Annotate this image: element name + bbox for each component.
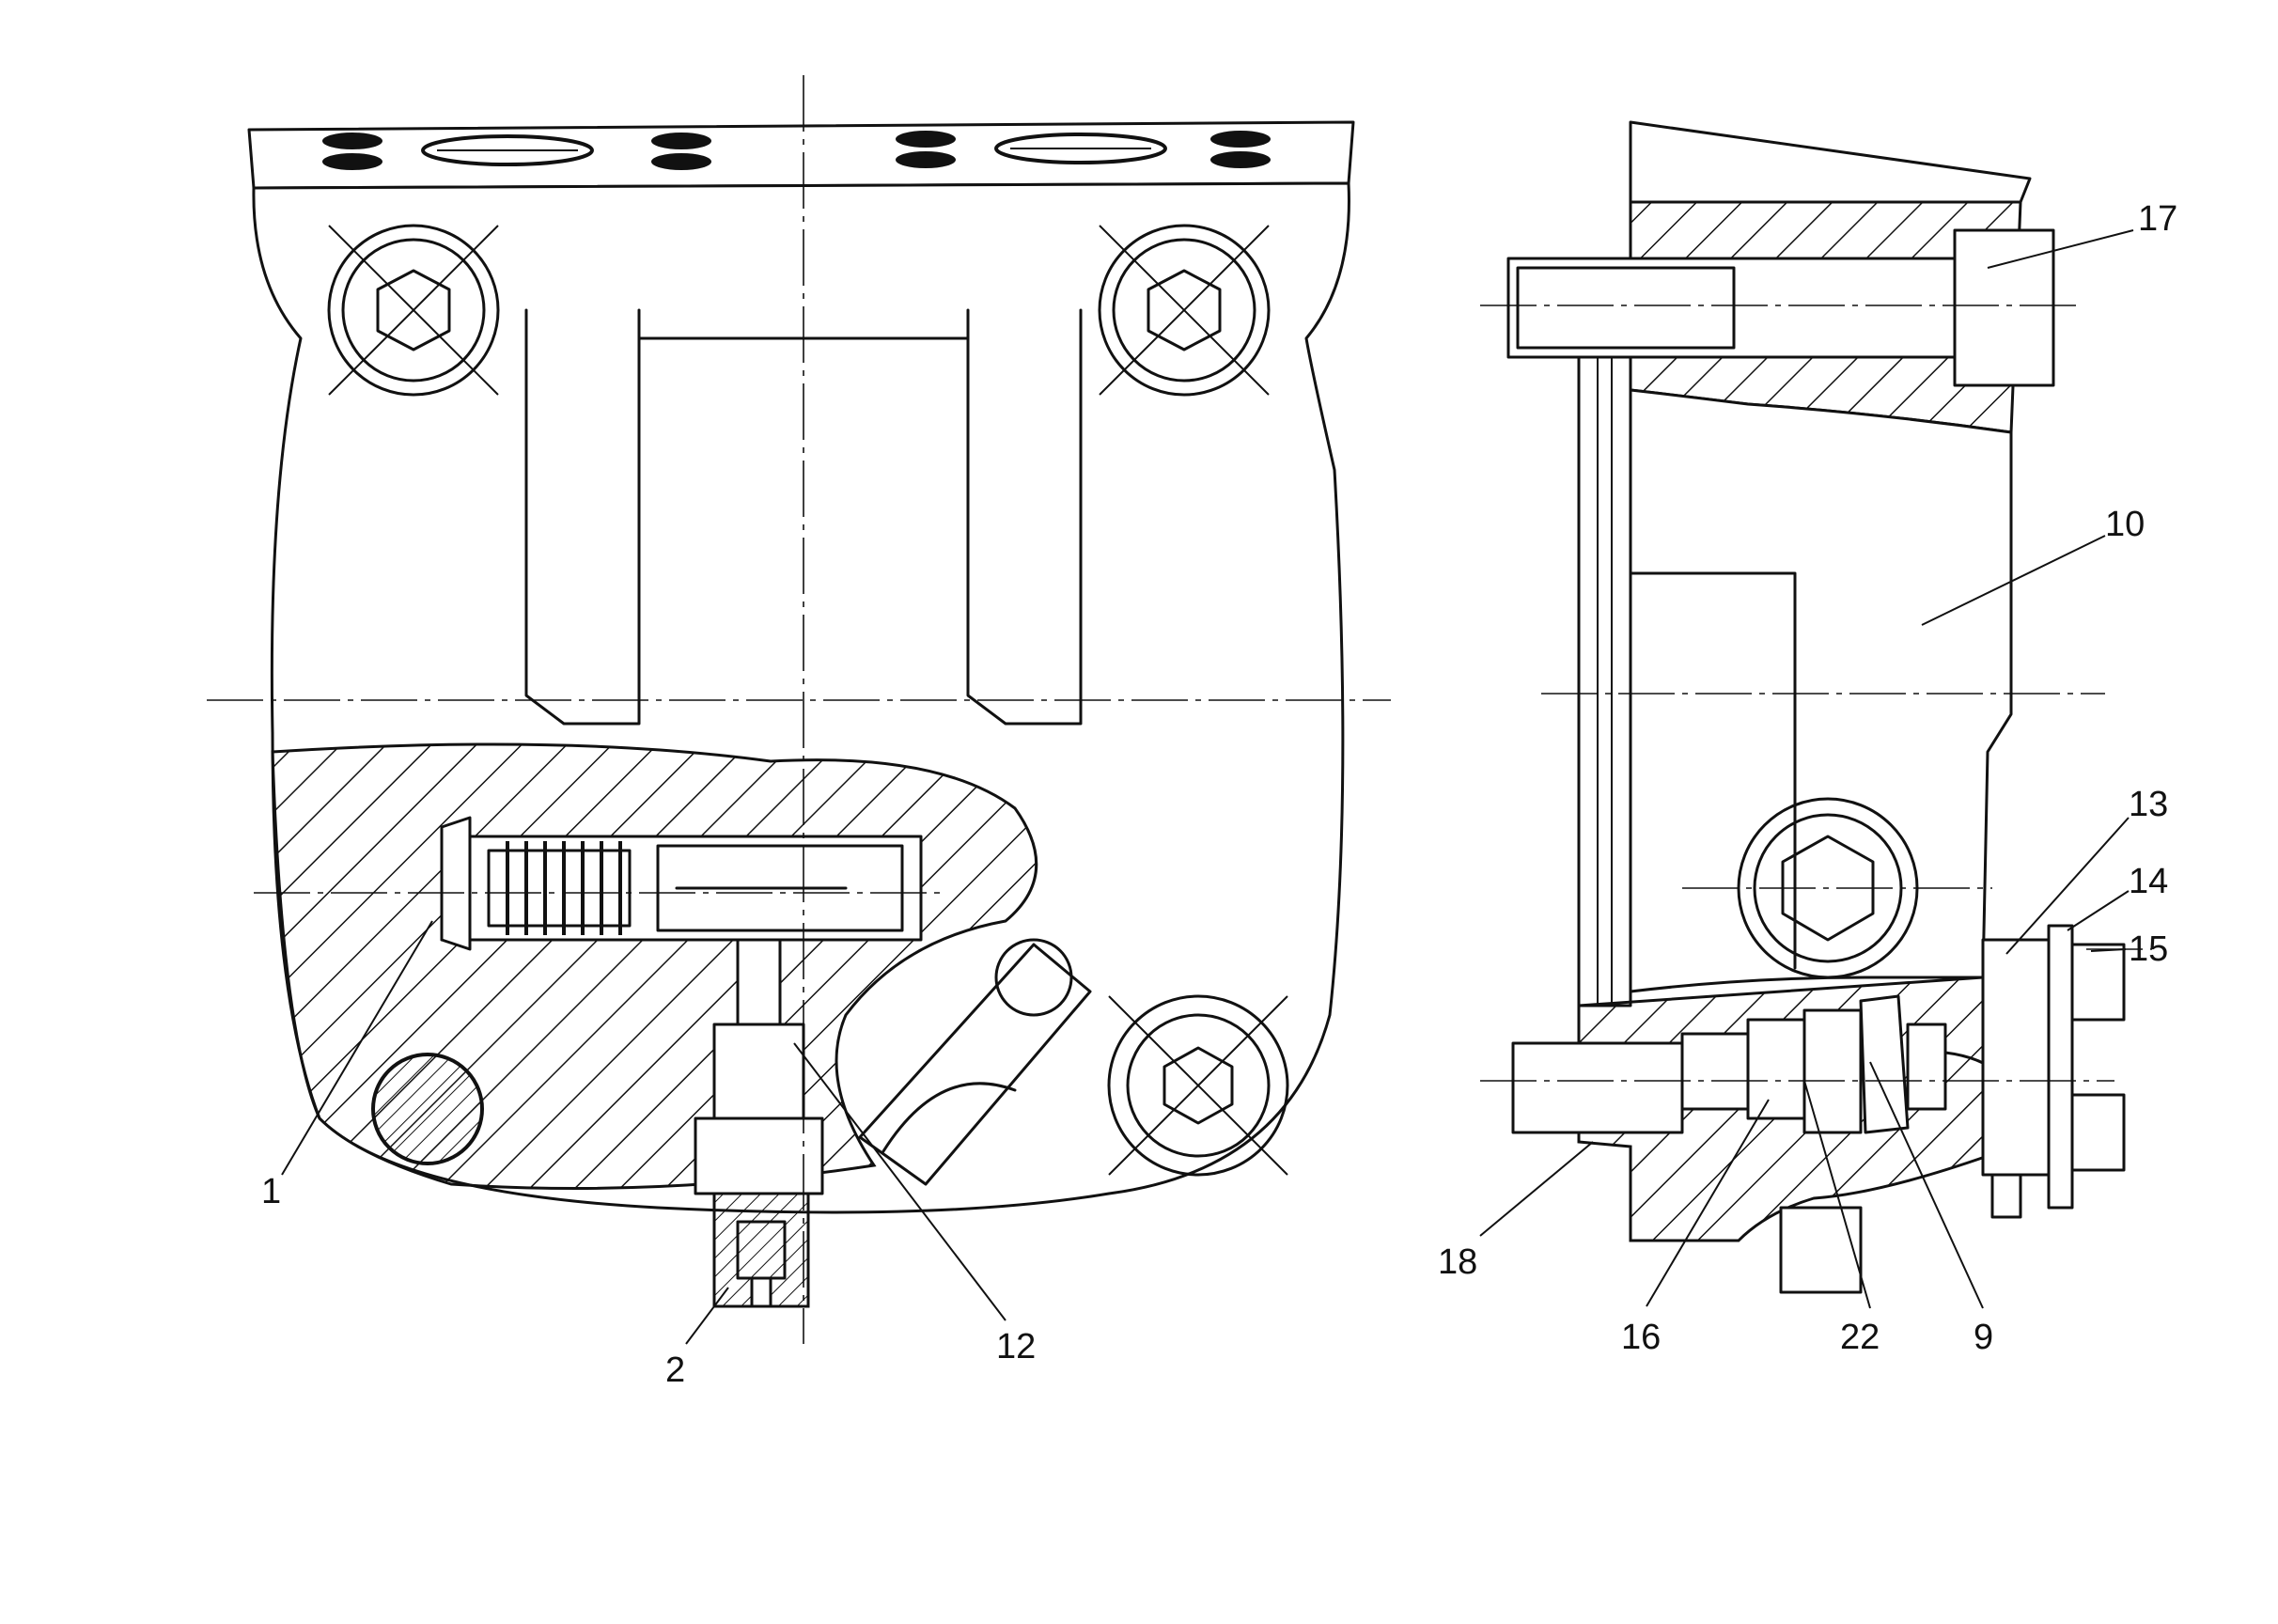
left-rib (524, 308, 641, 726)
leader-13 (2005, 817, 2130, 955)
callout-13: 13 (2129, 785, 2168, 824)
leader-15 (2090, 948, 2127, 952)
leader-9 (1869, 1061, 1984, 1309)
callout-18: 18 (1438, 1242, 1477, 1282)
bottom-port (1779, 1206, 1863, 1294)
callout-17: 17 (2138, 199, 2177, 239)
callout-22: 22 (1840, 1318, 1880, 1357)
bracket (1981, 924, 2126, 1219)
right-rib (966, 308, 1083, 726)
relief-valve (694, 1023, 824, 1308)
callout-12: 12 (996, 1327, 1036, 1366)
lower-right-bolt (1107, 994, 1289, 1177)
leader-16 (1646, 1099, 1770, 1307)
front-view (207, 75, 1391, 1345)
leader-17 (1987, 229, 2134, 269)
callout-9: 9 (1974, 1318, 1993, 1357)
top-wedge (1629, 120, 2032, 204)
leader-18 (1479, 1141, 1594, 1237)
shaft-section (371, 1053, 484, 1165)
leader-22 (1803, 1080, 1871, 1309)
callout-16: 16 (1621, 1318, 1661, 1357)
callout-15: 15 (2129, 929, 2168, 969)
leader-12 (793, 1042, 1006, 1321)
top-flange (247, 120, 1355, 190)
upper-left-bolt (327, 224, 500, 397)
leader-1 (281, 920, 433, 1176)
leader-14 (2067, 890, 2130, 931)
valve-cap (440, 816, 472, 951)
sensor-assembly (1680, 994, 2022, 1186)
callout-2: 2 (665, 1351, 685, 1390)
upper-right-bolt (1098, 224, 1271, 397)
callout-1: 1 (261, 1172, 281, 1211)
bolt-17 (1506, 257, 1980, 359)
side-body (1629, 388, 2013, 993)
callout-10: 10 (2105, 505, 2145, 544)
callout-14: 14 (2129, 862, 2168, 901)
leader-2 (685, 1287, 729, 1345)
leader-10 (1921, 535, 2106, 626)
flange-holes (322, 131, 1271, 170)
callout-labels: 1 2 12 17 10 13 14 15 18 16 22 9 (261, 199, 2177, 1390)
side-view (1479, 120, 2152, 1309)
valve-spring (506, 841, 622, 935)
angled-port (858, 938, 1092, 1186)
